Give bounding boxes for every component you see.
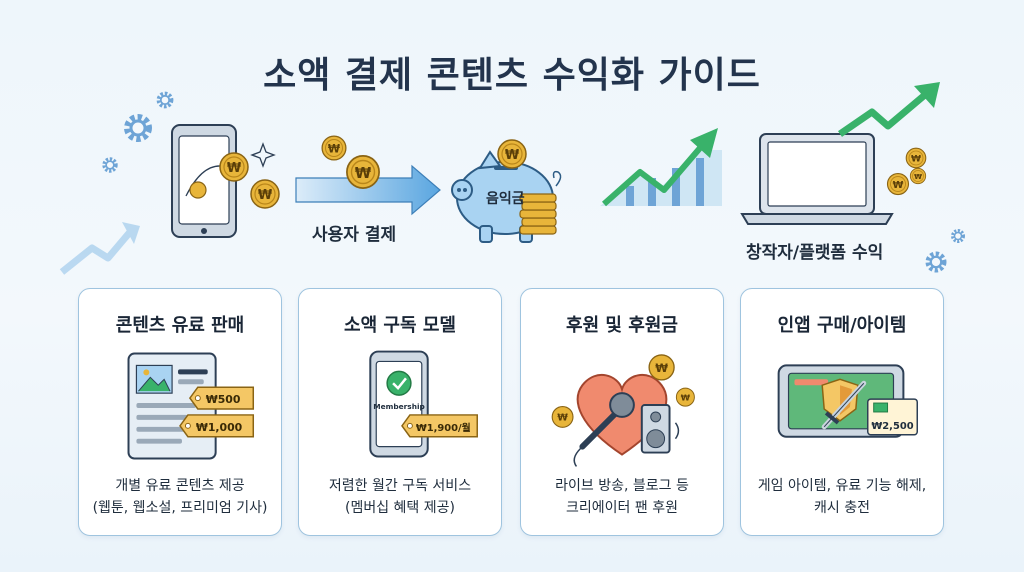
gear-icon xyxy=(951,229,965,243)
price-tag: ₩2,500 xyxy=(871,421,913,432)
payment-flow-illustration: ₩ xyxy=(59,82,965,275)
coin-icon xyxy=(250,179,280,209)
revenue-label: 창작자/플랫폼 수익 xyxy=(746,243,884,263)
piggy-tail-icon xyxy=(552,170,562,187)
tablet-game-icon: ₩2,500 xyxy=(777,364,918,438)
gear-icon xyxy=(928,254,945,271)
desc-line: 저렴한 월간 구독 서비스 xyxy=(328,478,472,494)
price-tag-icon xyxy=(401,414,478,438)
svg-text:₩: ₩ xyxy=(681,392,691,402)
svg-text:₩: ₩ xyxy=(557,413,568,424)
card-description: 라이브 방송, 블로그 등 크리에이터 팬 후원 xyxy=(527,475,717,519)
card-title: 소액 구독 모델 xyxy=(344,315,456,336)
check-badge-icon xyxy=(386,370,412,396)
coin-icon: ₩ xyxy=(675,387,695,407)
price-tag: ₩1,900/월 xyxy=(416,422,471,434)
card-donation: 후원 및 후원금 ₩ ₩ ₩ 라이브 방송, 블로그 등 크리에이터 팬 후원 xyxy=(520,288,724,536)
speaker-icon xyxy=(640,404,680,454)
desc-line: 게임 아이템, 유료 기능 해제, xyxy=(757,478,927,494)
desc-line: 크리에이터 팬 후원 xyxy=(566,500,678,516)
laptop-icon xyxy=(740,133,894,225)
price-tag-icon xyxy=(179,414,255,438)
card-title: 인앱 구매/아이템 xyxy=(777,315,907,336)
coin-icon xyxy=(886,172,910,196)
coin-icon: ₩ xyxy=(648,354,675,381)
coin-icon xyxy=(321,135,347,161)
gear-icon xyxy=(127,117,149,139)
piggy-bank-label: 음익금 xyxy=(486,191,525,207)
phone-icon xyxy=(171,124,237,238)
shield-icon xyxy=(821,378,859,422)
card-title: 콘텐츠 유료 판매 xyxy=(115,315,245,336)
payment-label: 사용자 결제 xyxy=(312,225,397,245)
coin-icon xyxy=(909,167,927,185)
desc-line: 개별 유료 콘텐츠 제공 xyxy=(115,478,245,494)
gear-icon xyxy=(156,91,174,109)
revenue-growth-arrow-icon xyxy=(838,82,940,137)
card-subscription: 소액 구독 모델 Membership ₩1,900/월 저렴한 월간 구독 서… xyxy=(298,288,502,536)
card-in-app-purchase: 인앱 구매/아이템 ₩2,500 게임 아이템, 유료 기능 해제, 캐시 충전 xyxy=(740,288,944,536)
cash-icon xyxy=(867,398,918,436)
svg-text:₩: ₩ xyxy=(655,361,668,375)
coin-stack-icon xyxy=(519,193,557,235)
coin-icon xyxy=(905,147,927,169)
price-tag-icon xyxy=(188,386,255,410)
card-description: 저렴한 월간 구독 서비스 (멤버십 혜택 제공) xyxy=(305,475,495,519)
gear-icon xyxy=(102,157,118,173)
card-description: 게임 아이템, 유료 기능 해제, 캐시 충전 xyxy=(747,475,937,519)
payment-arrow-icon xyxy=(295,164,441,216)
card-description: 개별 유료 콘텐츠 제공 (웹툰, 웹소설, 프리미엄 기사) xyxy=(85,475,275,519)
coin-icon xyxy=(497,139,527,169)
coin-icon xyxy=(346,155,380,189)
donation-illustration: ₩ ₩ ₩ xyxy=(551,354,695,467)
price-tag: ₩500 xyxy=(206,393,241,406)
price-tag: ₩1,000 xyxy=(196,421,243,434)
desc-line: 캐시 충전 xyxy=(814,500,870,516)
sword-icon xyxy=(821,380,867,430)
card-title: 후원 및 후원금 xyxy=(566,315,678,336)
faded-growth-arrow-icon xyxy=(59,222,140,275)
desc-line: 라이브 방송, 블로그 등 xyxy=(555,478,689,494)
coin-icon xyxy=(219,152,249,182)
card-paid-content: 콘텐츠 유료 판매 ₩500 ₩1,000 개별 유료 콘텐츠 제공 (웹툰, … xyxy=(78,288,282,536)
membership-phone-icon: Membership ₩1,900/월 xyxy=(369,350,478,458)
growth-chart-icon xyxy=(600,128,722,207)
coin-icon: ₩ xyxy=(551,405,574,428)
desc-line: (멤버십 혜택 제공) xyxy=(345,500,455,516)
page-title: 소액 결제 콘텐츠 수익화 가이드 xyxy=(263,55,761,96)
sparkle-icon xyxy=(250,142,276,168)
membership-text: Membership xyxy=(373,402,425,411)
document-icon: ₩500 ₩1,000 xyxy=(127,352,255,460)
desc-line: (웹툰, 웹소설, 프리미엄 기사) xyxy=(92,500,268,516)
microphone-icon xyxy=(573,392,635,467)
